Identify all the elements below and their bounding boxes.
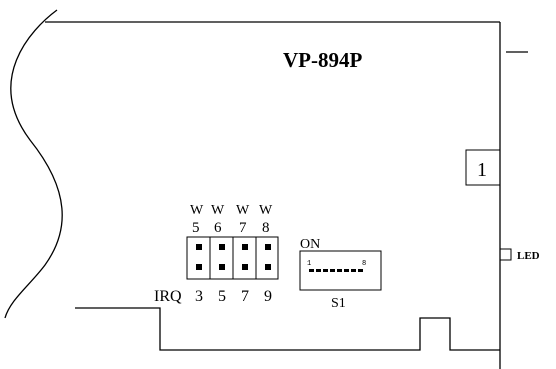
irq-number-7: 7 [241,288,249,305]
dip-switch-body [299,250,382,291]
dip-lever [330,269,335,272]
jumper-pin [242,264,248,270]
jumper-pin [265,264,271,270]
irq-label: IRQ [154,288,182,305]
led-indicator [499,248,512,261]
board-left-edge [4,9,63,319]
dip-on-label: ON [300,237,320,252]
jumper-pin [219,264,225,270]
jumper-w-number-6: 6 [214,220,222,236]
dip-switch-levers [309,269,363,272]
jumper-w-label-1: W [190,203,204,218]
jumper-pin [265,244,271,250]
led-label: LED [517,250,540,262]
dip-lever [323,269,328,272]
jumper-w-label-4: W [259,203,273,218]
dip-lever [337,269,342,272]
connector-label: 1 [477,159,487,181]
jumper-w-number-5: 5 [192,220,200,236]
jumper-pin [196,244,202,250]
dip-lever [316,269,321,272]
dip-lever [358,269,363,272]
dip-last-position: 8 [362,260,366,268]
irq-number-9: 9 [264,288,272,305]
dip-switch-name: S1 [331,296,346,311]
dip-first-position: 1 [307,260,311,268]
dip-lever [351,269,356,272]
jumper-pin [196,264,202,270]
connector-box [465,149,501,186]
irq-number-5: 5 [218,288,226,305]
dip-lever [344,269,349,272]
jumper-w-number-7: 7 [239,220,247,236]
jumper-pin [242,244,248,250]
dip-lever [309,269,314,272]
jumper-w-label-3: W [236,203,250,218]
board-bottom-edge [75,307,500,351]
jumper-pin [219,244,225,250]
model-title: VP-894P [283,48,362,72]
irq-number-3: 3 [195,288,203,305]
jumper-w-label-2: W [211,203,225,218]
jumper-w-number-8: 8 [262,220,270,236]
